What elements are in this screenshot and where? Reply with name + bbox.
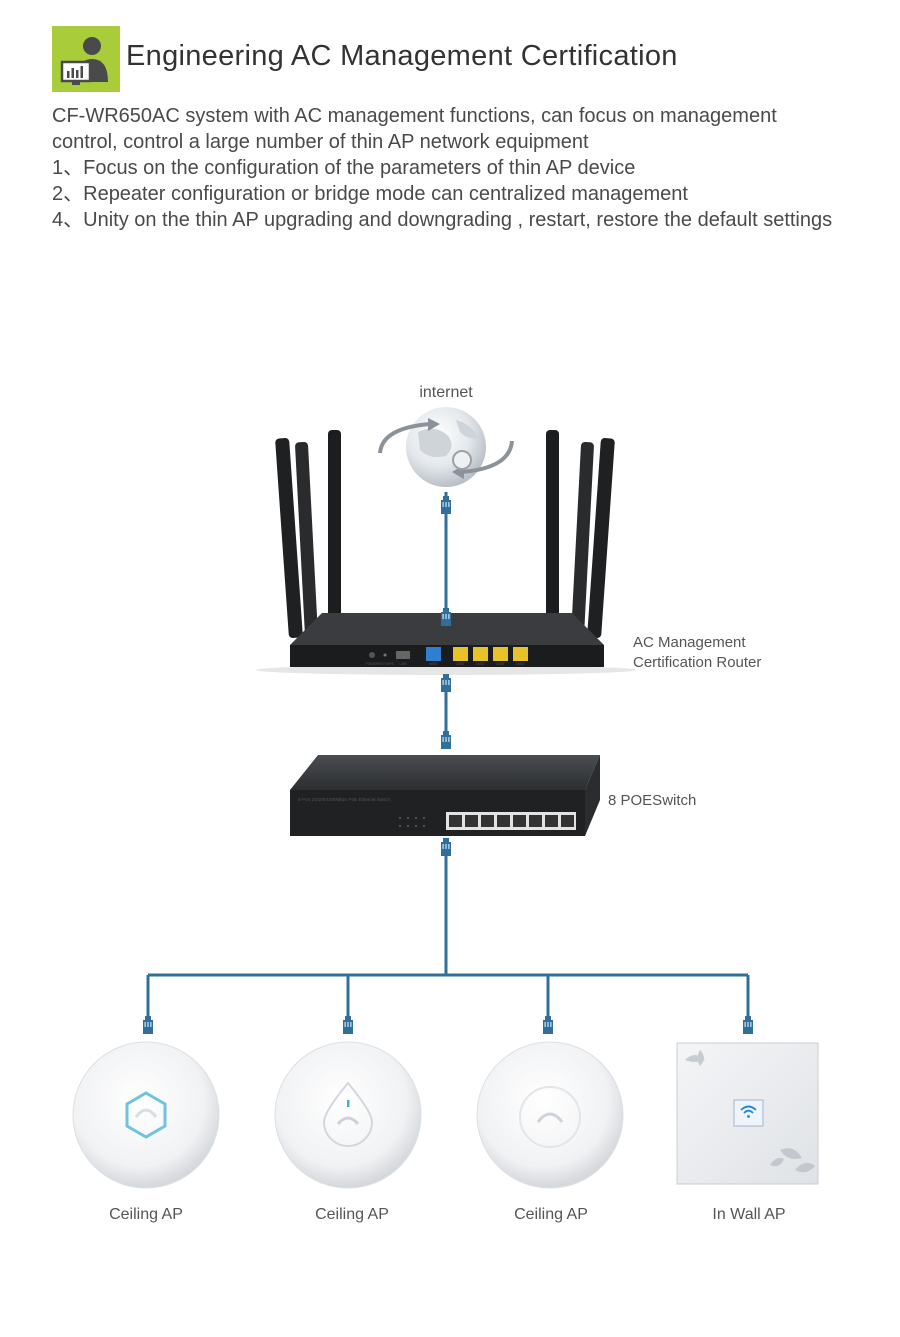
port-label: USB <box>399 662 407 666</box>
connector-icon <box>343 1016 353 1034</box>
internet-globe-icon <box>378 407 514 487</box>
router-label-line-2: Certification Router <box>633 654 761 671</box>
poe-switch: 8-Port 10/100/1000Mbps PoE Ethernet Swit… <box>290 755 600 836</box>
router-label-line-1: AC Management <box>633 634 746 651</box>
port-label: WAN <box>429 662 438 666</box>
connector-icon <box>441 731 451 749</box>
in-wall-ap-panel <box>676 1042 819 1185</box>
ceiling-ap-plain <box>476 1041 624 1189</box>
ceiling-ap-drop <box>274 1041 422 1189</box>
ceiling-ap-hexagon <box>72 1041 220 1189</box>
connector-icon <box>441 608 451 626</box>
user-computer-icon <box>52 26 120 92</box>
intro-line-1: CF-WR650AC system with AC management fun… <box>52 105 777 127</box>
switch-label: 8 POESwitch <box>608 792 696 809</box>
connector-icon <box>441 496 451 514</box>
point-1: 1、Focus on the configuration of the para… <box>52 157 636 179</box>
point-4: 4、Unity on the thin AP upgrading and dow… <box>52 209 833 231</box>
page-title: Engineering AC Management Certification <box>126 40 678 72</box>
switch-front-text: 8-Port 10/100/1000Mbps PoE Ethernet Swit… <box>298 797 391 802</box>
connector-icon <box>441 674 451 692</box>
port-label: RST/WPS <box>378 662 395 666</box>
intro-line-2: control, control a large number of thin … <box>52 131 589 153</box>
connector-icon <box>441 838 451 856</box>
connector-icon <box>743 1016 753 1034</box>
port-label: LAN3 <box>496 662 505 666</box>
ap-label-4: In Wall AP <box>712 1206 785 1223</box>
point-2: 2、Repeater configuration or bridge mode … <box>52 183 688 205</box>
ap-label-1: Ceiling AP <box>109 1206 183 1223</box>
port-label: LAN1 <box>456 662 465 666</box>
wifi-icon <box>740 1105 757 1118</box>
ap-label-3: Ceiling AP <box>514 1206 588 1223</box>
port-label: LAN4 <box>516 662 525 666</box>
router: POWER RST/WPS USB WAN LAN1 LAN2 LAN3 LAN… <box>256 430 636 675</box>
port-label: LAN2 <box>476 662 485 666</box>
port-label: POWER <box>365 662 379 666</box>
description: CF-WR650AC system with AC management fun… <box>52 103 892 233</box>
ap-label-2: Ceiling AP <box>315 1206 389 1223</box>
cable-lines <box>146 492 750 1020</box>
connector-icon <box>143 1016 153 1034</box>
connector-icon <box>543 1016 553 1034</box>
internet-label: internet <box>419 384 473 401</box>
